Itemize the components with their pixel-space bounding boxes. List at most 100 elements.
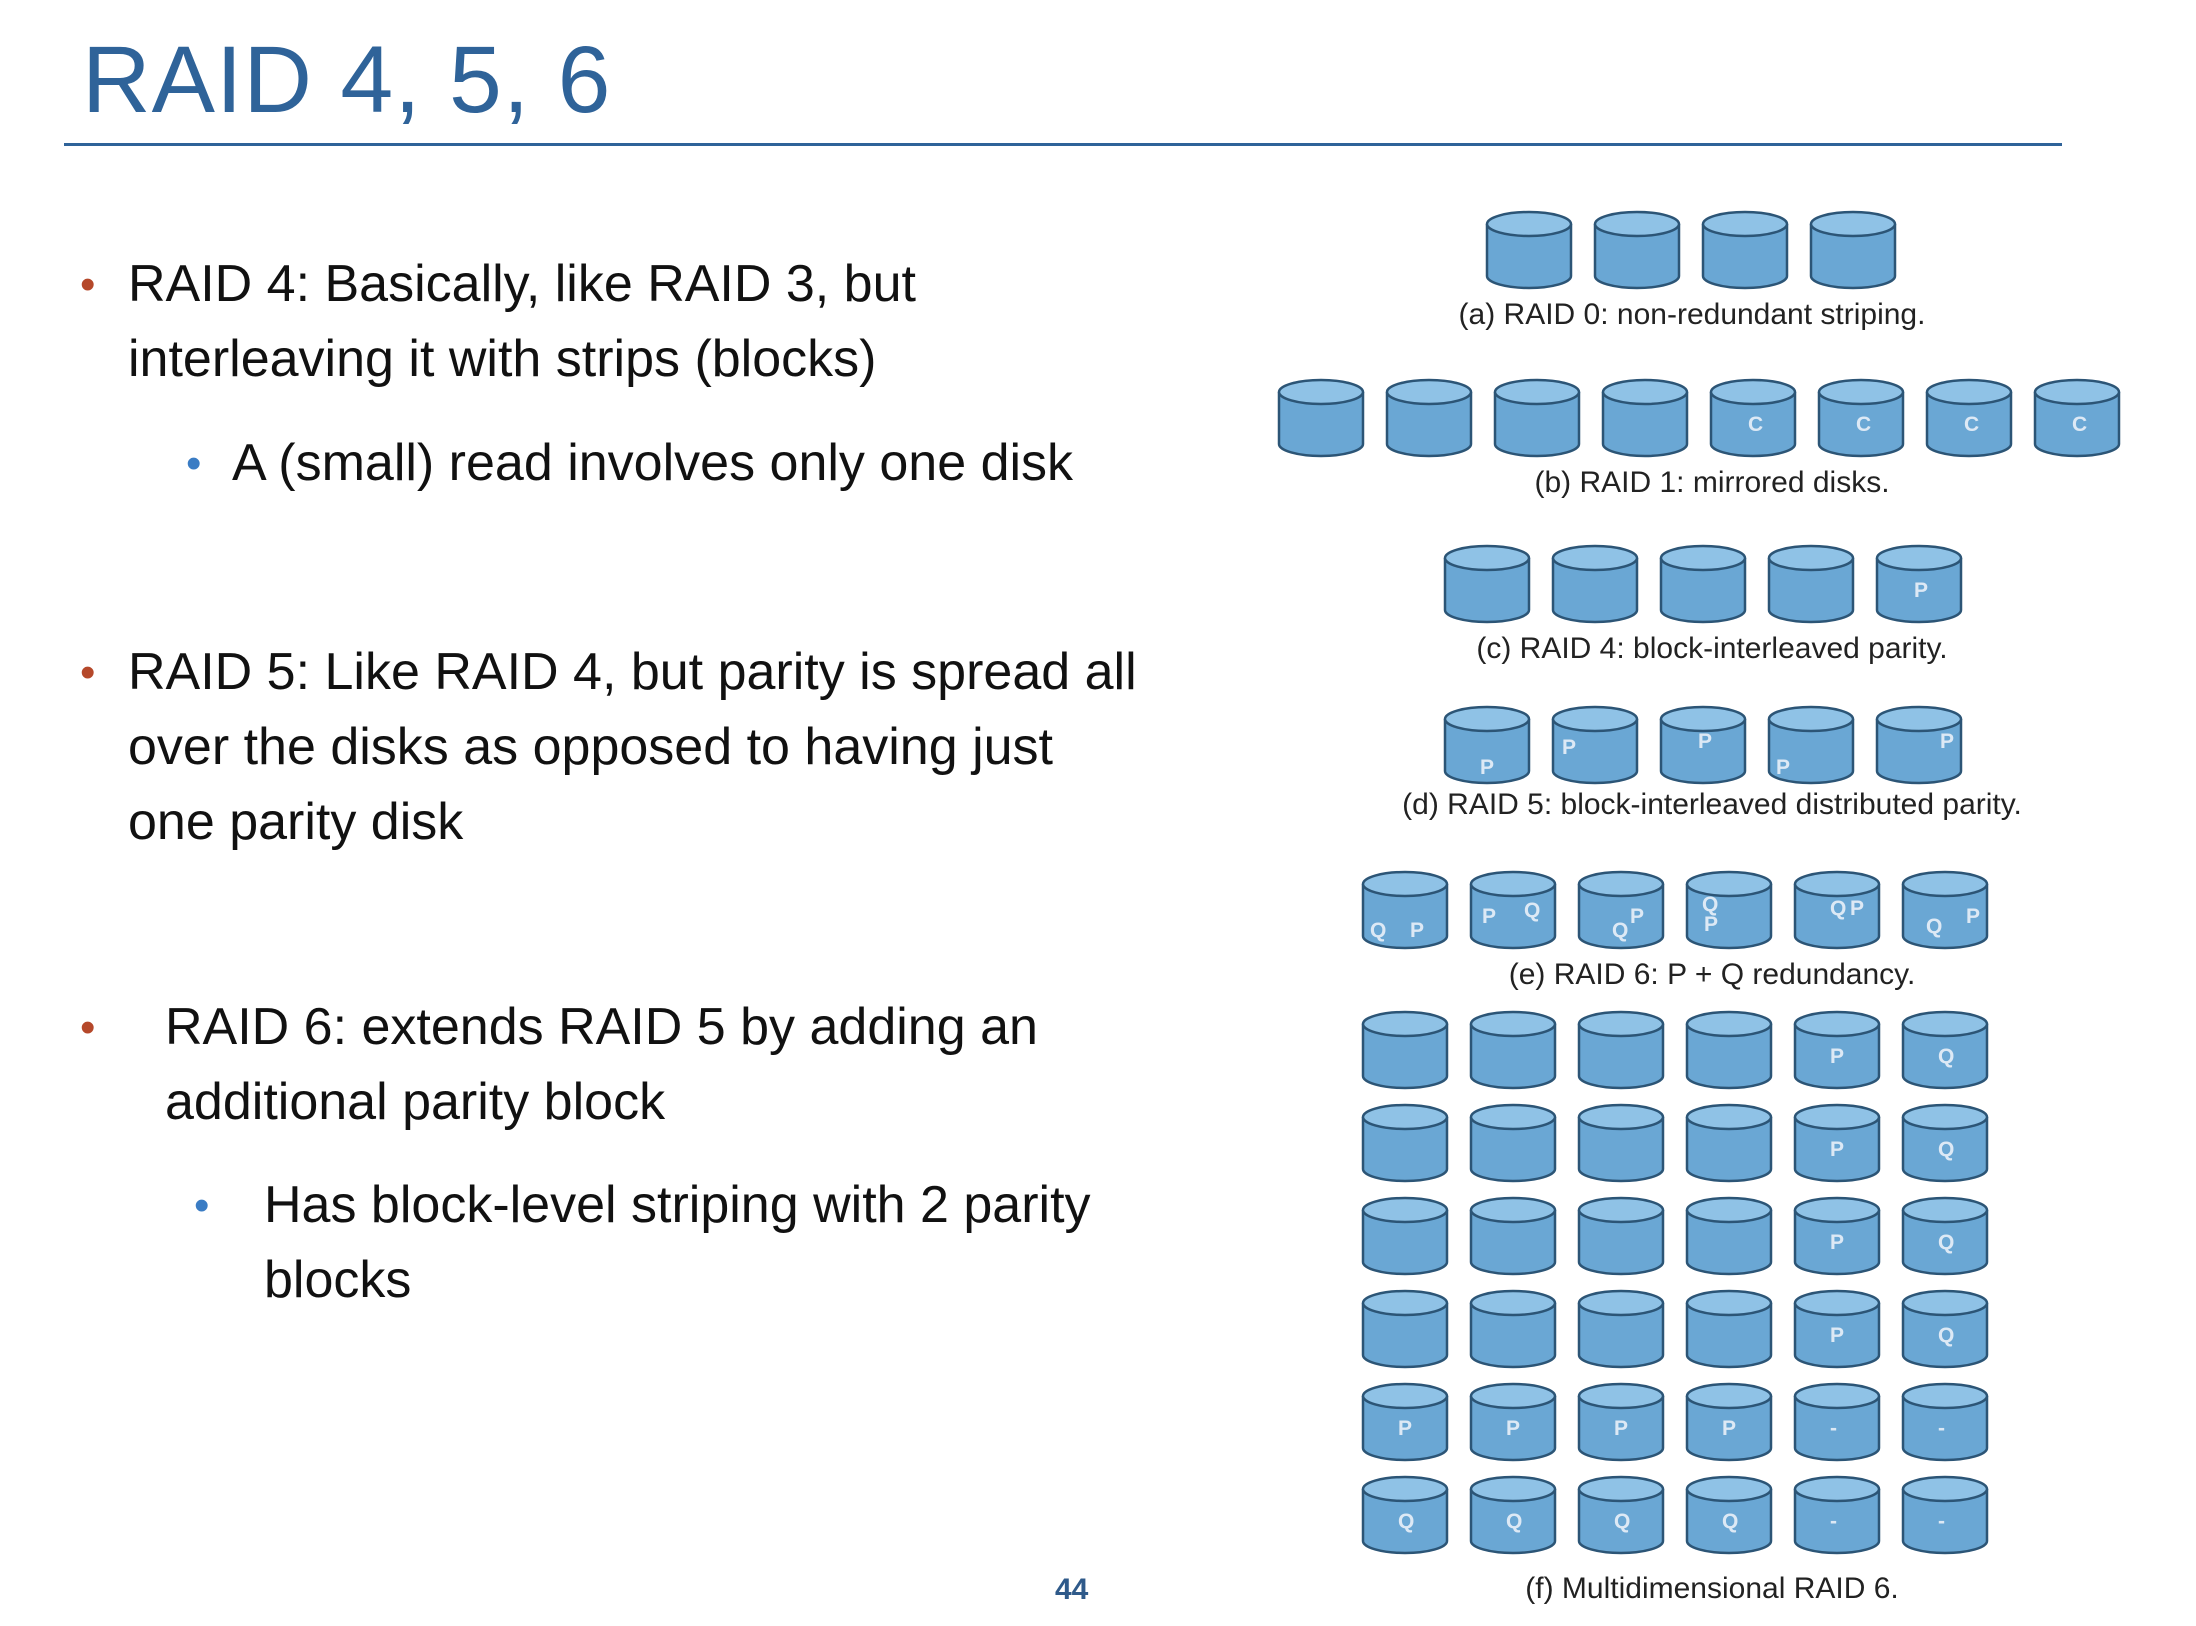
disk-label: Q — [1524, 899, 1541, 922]
disk-f-1-5: Q — [1900, 1103, 1990, 1183]
bullet-line: RAID 6: extends RAID 5 by adding an — [165, 998, 1038, 1056]
disk-c-3 — [1766, 544, 1856, 624]
disk-f-4-5: - — [1900, 1382, 1990, 1462]
disk-f-4-4: - — [1792, 1382, 1882, 1462]
bullet-raid5: RAID 5: Like RAID 4, but parity is sprea… — [128, 635, 1137, 860]
disk-label: P — [1698, 730, 1713, 753]
disk-label: - — [1938, 1510, 1945, 1533]
disk-label: P — [1410, 919, 1425, 942]
disk-label: P — [1850, 897, 1865, 920]
disk-label: P — [1830, 1231, 1845, 1254]
disk-d-1: P — [1550, 705, 1640, 785]
disk-label: P — [1630, 905, 1645, 928]
disk-f-0-3 — [1684, 1010, 1774, 1090]
disk-f-5-0: Q — [1360, 1475, 1450, 1555]
disk-c-4: P — [1874, 544, 1964, 624]
disk-label: Q — [1938, 1045, 1955, 1068]
disk-f-0-5: Q — [1900, 1010, 1990, 1090]
bullet-marker: • — [80, 1003, 96, 1052]
disk-label: Q — [1938, 1231, 1955, 1254]
disk-f-3-1 — [1468, 1289, 1558, 1369]
disk-f-3-0 — [1360, 1289, 1450, 1369]
disk-label: - — [1830, 1510, 1837, 1533]
disk-label: P — [1830, 1324, 1845, 1347]
disk-f-2-4: P — [1792, 1196, 1882, 1276]
disk-label: Q — [1506, 1510, 1523, 1533]
disk-f-5-1: Q — [1468, 1475, 1558, 1555]
bullet-line: Has block-level striping with 2 parity — [264, 1176, 1091, 1234]
disk-label: P — [1614, 1417, 1629, 1440]
disk-f-2-5: Q — [1900, 1196, 1990, 1276]
disk-c-2 — [1658, 544, 1748, 624]
disk-f-1-3 — [1684, 1103, 1774, 1183]
disk-label: P — [1722, 1417, 1737, 1440]
slide-title: RAID 4, 5, 6 — [82, 27, 612, 133]
disk-label: P — [1830, 1138, 1845, 1161]
disk-a-3 — [1808, 210, 1898, 290]
disk-f-3-2 — [1576, 1289, 1666, 1369]
disk-label: P — [1704, 913, 1719, 936]
disk-f-4-3: P — [1684, 1382, 1774, 1462]
disk-c-1 — [1550, 544, 1640, 624]
disk-label: Q — [1722, 1510, 1739, 1533]
bullet-line: over the disks as opposed to having just — [128, 718, 1054, 776]
disk-d-2: P — [1658, 705, 1748, 785]
disk-b-3 — [1600, 378, 1690, 458]
disk-a-0 — [1484, 210, 1574, 290]
disk-label: Q — [1612, 919, 1629, 942]
disk-f-2-1 — [1468, 1196, 1558, 1276]
bullet-raid4: RAID 4: Basically, like RAID 3, but inte… — [128, 247, 916, 397]
bullet-line: blocks — [264, 1251, 412, 1309]
disk-f-2-2 — [1576, 1196, 1666, 1276]
disk-f-1-2 — [1576, 1103, 1666, 1183]
disk-f-3-5: Q — [1900, 1289, 1990, 1369]
bullet-marker: • — [80, 648, 96, 697]
bullet-line: A (small) read involves only one disk — [232, 434, 1074, 492]
bullet-marker: • — [80, 260, 96, 309]
disk-label: Q — [1614, 1510, 1631, 1533]
page-number: 44 — [1055, 1573, 1089, 1606]
sub-bullet-raid4-read: A (small) read involves only one disk — [232, 426, 1073, 501]
disk-label: Q — [1926, 915, 1943, 938]
disk-f-1-0 — [1360, 1103, 1450, 1183]
disk-label: Q — [1398, 1510, 1415, 1533]
disk-label: P — [1830, 1045, 1845, 1068]
disk-a-1 — [1592, 210, 1682, 290]
disk-label: - — [1830, 1417, 1837, 1440]
disk-b-0 — [1276, 378, 1366, 458]
disk-b-4: C — [1708, 378, 1798, 458]
disk-f-5-5: - — [1900, 1475, 1990, 1555]
disk-label: P — [1506, 1417, 1521, 1440]
bullet-line: RAID 5: Like RAID 4, but parity is sprea… — [128, 643, 1137, 701]
figure-caption: (c) RAID 4: block-interleaved parity. — [1476, 632, 1948, 665]
bullet-line: interleaving it with strips (blocks) — [128, 330, 877, 388]
disk-label: - — [1938, 1417, 1945, 1440]
figure-caption: (e) RAID 6: P + Q redundancy. — [1508, 958, 1916, 991]
disk-f-4-2: P — [1576, 1382, 1666, 1462]
disk-b-6: C — [1924, 378, 2014, 458]
disk-label: P — [1776, 756, 1791, 779]
disk-label: P — [1940, 730, 1955, 753]
disk-label: P — [1562, 736, 1577, 759]
disk-c-0 — [1442, 544, 1532, 624]
disk-f-0-4: P — [1792, 1010, 1882, 1090]
disk-b-1 — [1384, 378, 1474, 458]
disk-f-3-3 — [1684, 1289, 1774, 1369]
bullet-line: one parity disk — [128, 793, 464, 851]
disk-d-0: P — [1442, 705, 1532, 785]
figure-caption: (f) Multidimensional RAID 6. — [1525, 1572, 1899, 1605]
disk-f-2-0 — [1360, 1196, 1450, 1276]
disk-a-2 — [1700, 210, 1790, 290]
disk-label: Q — [1702, 893, 1719, 916]
sub-bullet-marker: • — [194, 1181, 210, 1230]
disk-label: P — [1482, 905, 1497, 928]
disk-d-4: P — [1874, 705, 1964, 785]
disk-label: P — [1398, 1417, 1413, 1440]
disk-label: C — [1748, 413, 1764, 436]
disk-f-5-2: Q — [1576, 1475, 1666, 1555]
disk-label: Q — [1938, 1138, 1955, 1161]
